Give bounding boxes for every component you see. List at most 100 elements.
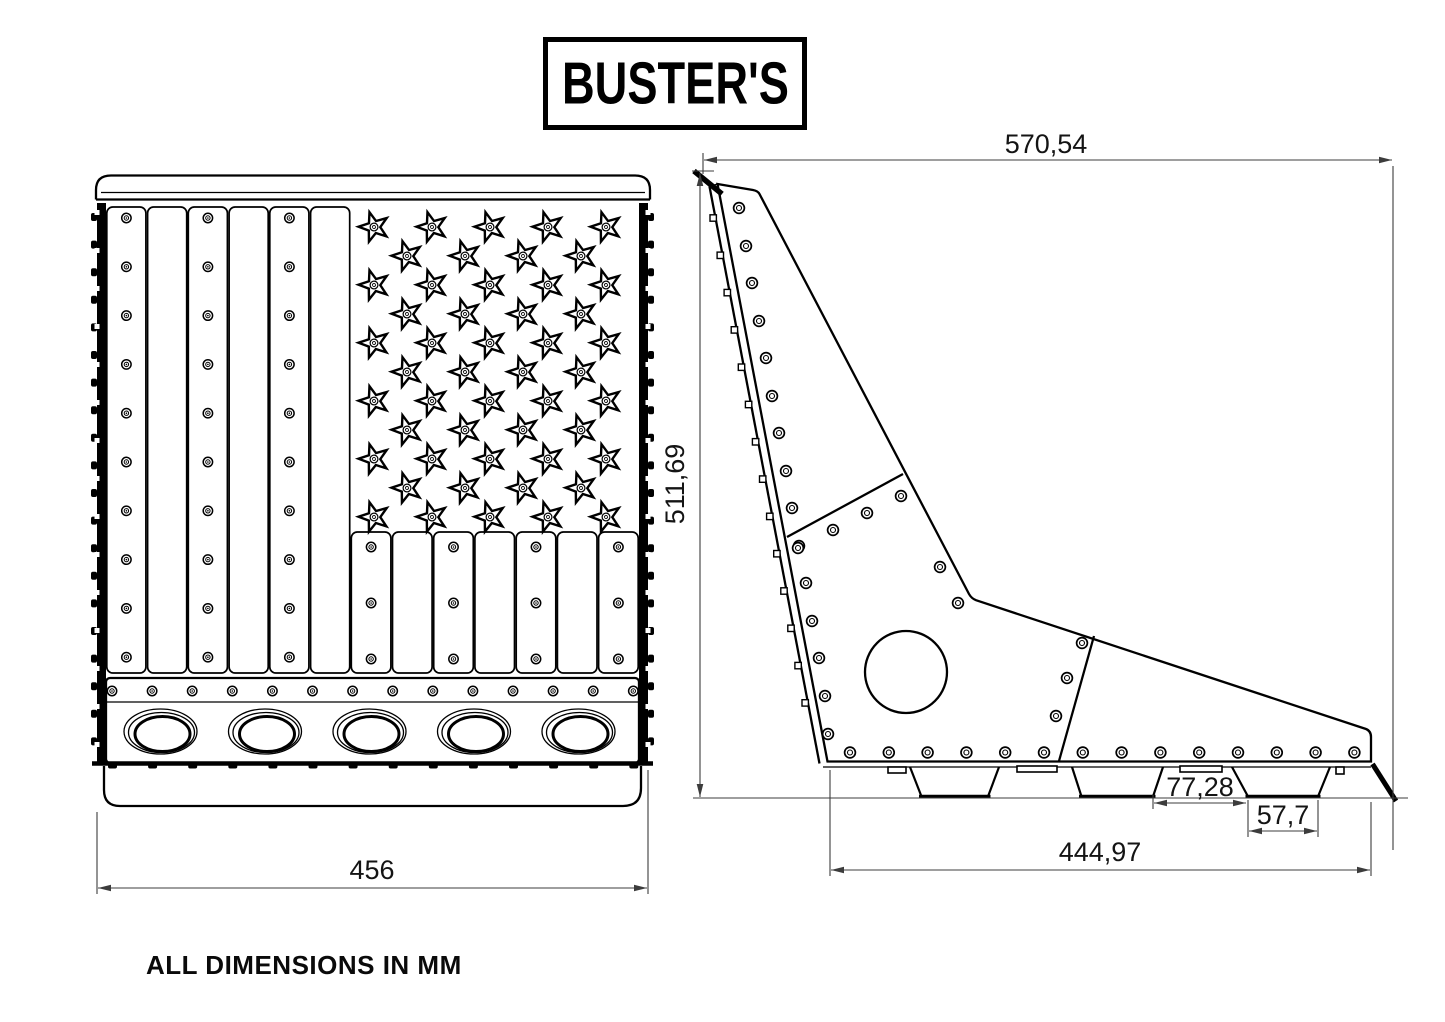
rivet-icon	[120, 261, 132, 273]
rivet-bump	[589, 763, 599, 769]
rivet-icon	[283, 505, 295, 517]
rivet-icon	[507, 685, 519, 697]
star-icon	[528, 322, 567, 361]
side-rivets	[732, 201, 1361, 759]
flange-bump	[648, 489, 654, 497]
flange-tab	[737, 363, 746, 372]
rivet-bump	[388, 763, 398, 769]
dimension-arrowhead	[704, 156, 717, 164]
flange-bump	[648, 295, 654, 304]
rivet-icon	[826, 523, 840, 537]
flange-slot	[645, 438, 651, 443]
dim-side-overall-height-label: 511,69	[660, 444, 690, 525]
star-icon	[586, 322, 625, 361]
flange-bump	[91, 599, 97, 608]
dim-side-feet-gap: 77,28	[1152, 772, 1246, 809]
rivet-bump	[629, 763, 639, 769]
rivet-icon	[1192, 746, 1206, 759]
base-tab	[1179, 765, 1223, 773]
rivet-icon	[612, 653, 624, 665]
flange-tab	[709, 214, 718, 222]
rivet-bump	[108, 763, 117, 769]
rivet-icon	[860, 506, 874, 520]
rivet-icon	[785, 501, 799, 515]
star-icon	[561, 293, 600, 332]
flange-slot	[645, 210, 651, 215]
side-view: 570,54 511,69 444,97 77,28	[98, 129, 1408, 892]
stripe-slat	[105, 206, 147, 674]
oval-cutout	[541, 708, 616, 755]
foot-edge	[908, 766, 923, 797]
rivet-icon	[202, 212, 214, 224]
dim-side-overall-height: 511,69	[660, 170, 714, 797]
star-icon	[503, 351, 542, 390]
rivet-icon	[347, 685, 359, 697]
oval-cutout	[551, 715, 610, 753]
flange-tab	[801, 699, 810, 707]
rivet-icon	[307, 685, 318, 697]
star-icon	[445, 235, 484, 274]
rivet-icon	[1037, 746, 1051, 759]
dimension-arrowhead	[1154, 799, 1167, 807]
rivet-icon	[530, 541, 542, 553]
rivet-icon	[1115, 746, 1128, 759]
rivet-icon	[448, 653, 459, 665]
stripe-slat	[228, 206, 270, 674]
flange-bump	[91, 461, 97, 470]
rivet-icon	[779, 464, 793, 478]
front-bottom-bumps	[108, 763, 639, 769]
stripe-slat	[268, 206, 310, 674]
rivet-icon	[448, 597, 459, 609]
rivet-icon	[120, 602, 132, 614]
rivet-icon	[1049, 709, 1063, 723]
rivet-icon	[752, 314, 766, 328]
flange-tab	[730, 326, 739, 334]
star-field	[354, 206, 625, 535]
flange-bump	[648, 378, 654, 387]
star-icon	[528, 380, 567, 419]
star-icon	[586, 206, 625, 245]
rivet-icon	[448, 541, 459, 553]
foot-edge	[1151, 766, 1165, 797]
flange-bump	[648, 351, 654, 359]
flange-bump	[91, 351, 97, 359]
flange-slot	[645, 590, 651, 595]
rivet-icon	[791, 541, 805, 555]
side-flange-tabs	[709, 214, 810, 707]
flange-tab	[723, 288, 732, 297]
star-icon	[354, 264, 393, 303]
flange-slot	[645, 476, 651, 481]
front-bottom-cap	[102, 766, 643, 808]
star-icon	[503, 235, 542, 274]
rivet-icon	[1231, 746, 1245, 759]
rivet-icon	[120, 212, 132, 224]
star-icon	[387, 467, 426, 506]
rivet-icon	[1270, 746, 1284, 759]
star-icon	[354, 206, 393, 245]
flange-bump	[91, 378, 97, 387]
rivet-icon	[745, 276, 759, 290]
flange-slot	[94, 476, 100, 481]
rivet-icon	[283, 651, 295, 663]
flange-slot	[645, 666, 651, 671]
foot-edge	[1231, 766, 1249, 798]
flange-bump	[91, 295, 97, 304]
foot-edge	[986, 766, 1001, 797]
star-icon	[354, 380, 393, 419]
star-icon	[412, 264, 451, 303]
rivet-icon	[1076, 746, 1090, 759]
rivet-icon	[202, 407, 214, 419]
star-icon	[561, 467, 600, 506]
rivet-icon	[530, 597, 542, 609]
flange-slot	[645, 742, 651, 747]
dimension-arrowhead	[98, 884, 111, 892]
star-icon	[445, 293, 484, 332]
rivet-icon	[120, 407, 132, 419]
rivet-bump	[509, 763, 518, 769]
rivet-icon	[843, 746, 857, 759]
logo-text: BUSTER'S	[561, 50, 789, 117]
star-icon	[412, 438, 451, 477]
flange-tab	[758, 475, 767, 483]
rivet-icon	[283, 212, 295, 224]
star-icon	[470, 438, 509, 477]
